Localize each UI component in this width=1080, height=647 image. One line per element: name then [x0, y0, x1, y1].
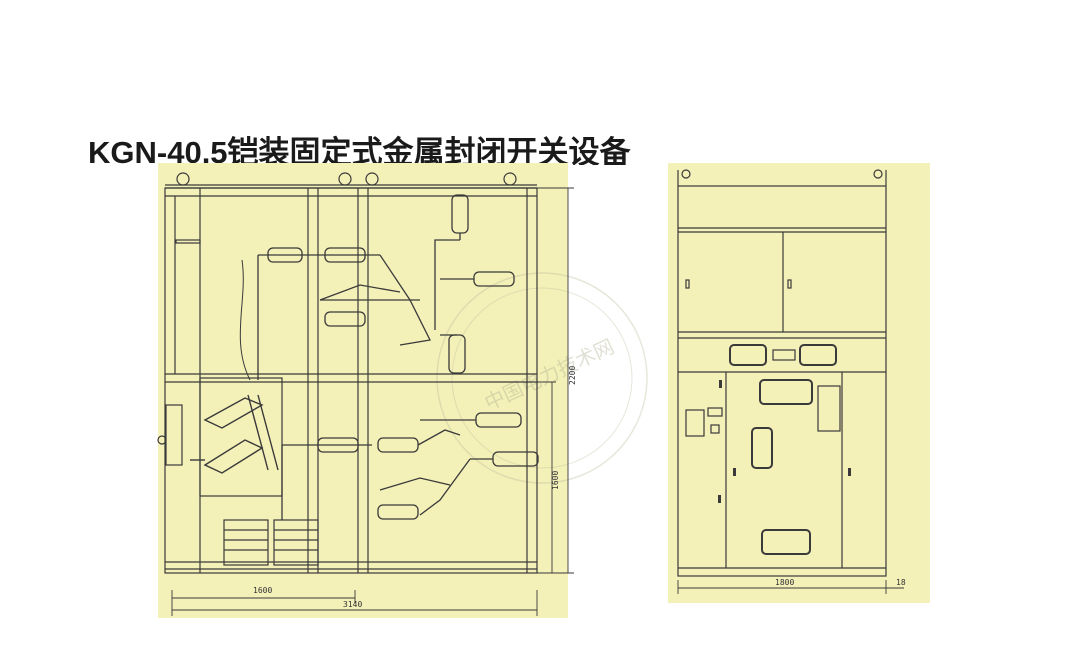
upper-insulators: [257, 194, 515, 380]
front-view-background: [668, 163, 930, 603]
front-view: [677, 169, 887, 577]
breaker-arms: [190, 394, 279, 474]
side-view: [157, 172, 539, 574]
front-handles: [718, 380, 851, 503]
dimension-total-width: 3140: [343, 600, 362, 609]
dimension-front-width: 1800: [775, 578, 794, 587]
dimension-front-side: 18: [896, 578, 906, 587]
dimension-lower-height: 1600: [551, 471, 560, 490]
breaker-compartment: [199, 377, 283, 497]
lower-insulators: [281, 412, 539, 520]
diagram-title: KGN-40.5铠装固定式金属封闭开关设备: [88, 135, 631, 165]
dimension-total-height: 2200: [568, 366, 577, 385]
front-dimensions: [677, 580, 904, 594]
side-dimensions: [171, 187, 574, 616]
side-view-background: [158, 163, 568, 618]
current-transformers: [223, 519, 319, 566]
dimension-inner-width: 1600: [253, 586, 272, 595]
front-frame: [677, 185, 887, 577]
